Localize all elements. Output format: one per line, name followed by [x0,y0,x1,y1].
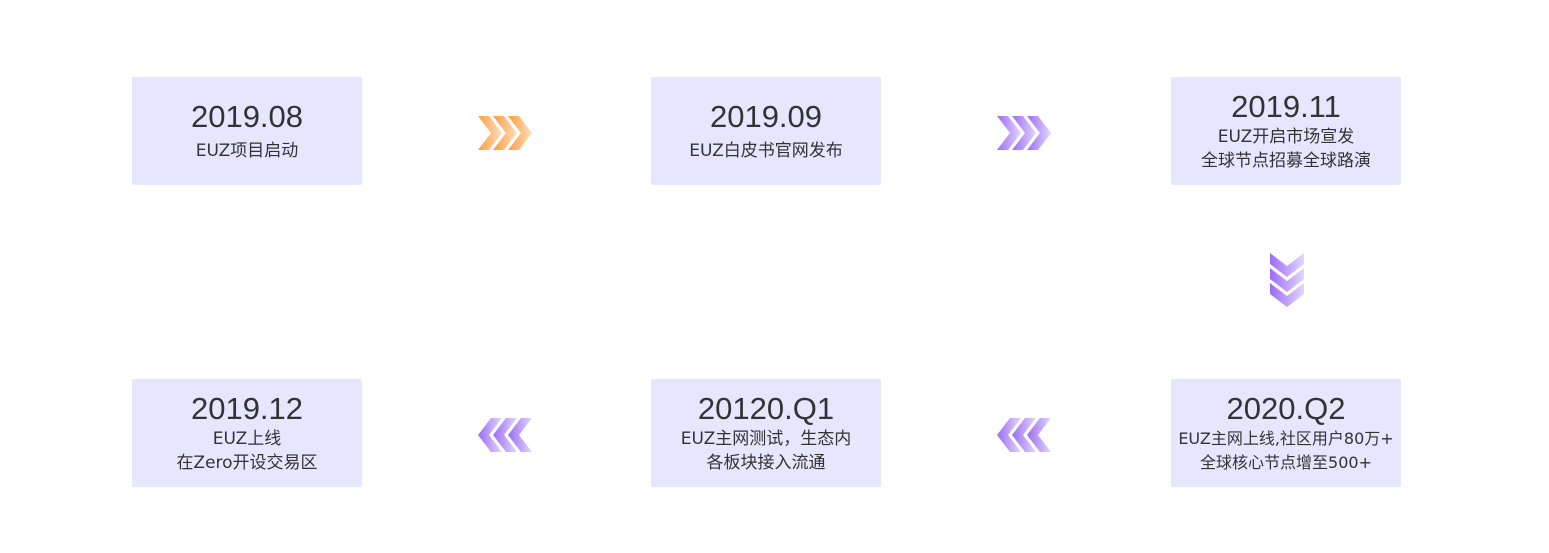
milestone-date: 2019.08 [190,99,304,134]
milestone-date: 2019.09 [709,99,823,134]
milestone-description-line-1: EUZ上线 [212,429,282,449]
chevron-right-icon [997,116,1051,150]
milestone-description-line-2: 各板块接入流通 [706,453,826,473]
chevron-left-icon [478,418,532,452]
milestone-description-line-1: EUZ开启市场宣发 [1217,127,1355,147]
timeline-card-2019-11: 2019.11 EUZ开启市场宣发 全球节点招募全球路演 [1171,77,1401,185]
milestone-description-line-1: EUZ主网上线,社区用户80万+ [1178,429,1394,448]
milestone-date: 20120.Q1 [697,391,835,426]
milestone-date: 2020.Q2 [1226,391,1346,426]
timeline-card-2019-09: 2019.09 EUZ白皮书官网发布 [651,77,881,185]
timeline-card-2019-08: 2019.08 EUZ项目启动 [132,77,362,185]
timeline-card-2020-q1: 20120.Q1 EUZ主网测试，生态内 各板块接入流通 [651,379,881,487]
milestone-description: EUZ白皮书官网发布 [689,141,843,161]
milestone-description-line-2: 全球核心节点增至500+ [1200,453,1372,472]
chevron-right-icon [478,116,532,150]
chevron-down-icon [1270,253,1304,307]
timeline-card-2019-12: 2019.12 EUZ上线 在Zero开设交易区 [132,379,362,487]
chevron-left-icon [997,418,1051,452]
milestone-description-line-2: 在Zero开设交易区 [176,453,318,473]
timeline-card-2020-q2: 2020.Q2 EUZ主网上线,社区用户80万+ 全球核心节点增至500+ [1171,379,1401,487]
milestone-date: 2019.11 [1231,89,1341,124]
milestone-description: EUZ项目启动 [195,141,299,161]
milestone-date: 2019.12 [190,391,304,426]
milestone-description-line-1: EUZ主网测试，生态内 [680,429,852,449]
milestone-description-line-2: 全球节点招募全球路演 [1201,151,1371,171]
